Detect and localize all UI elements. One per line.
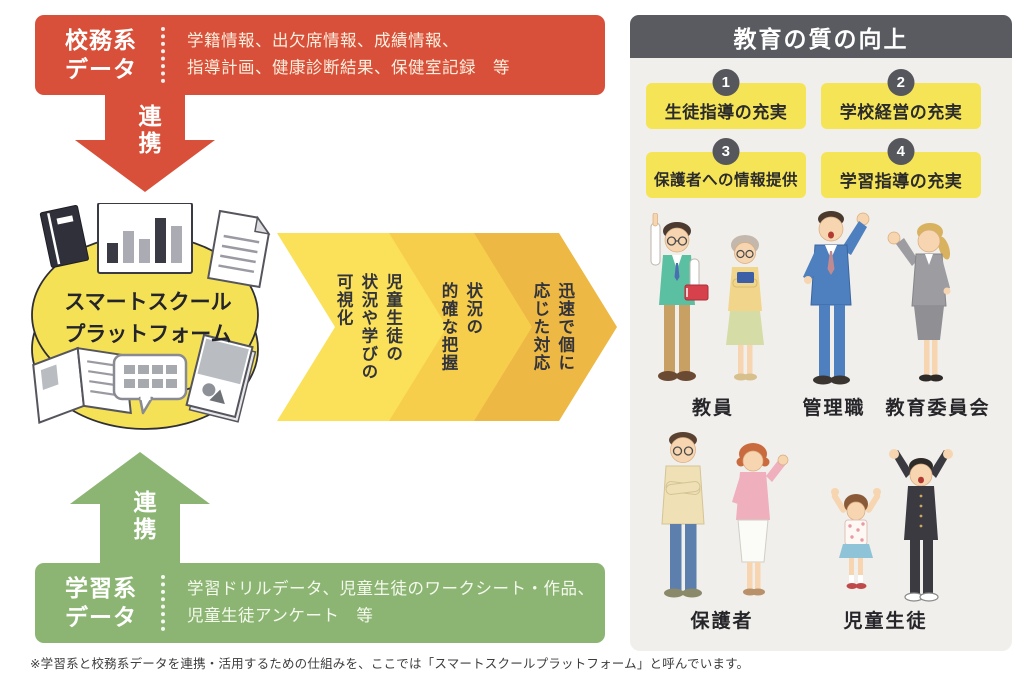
school-affairs-description: 学籍情報、出欠席情報、成績情報、 指導計画、健康診断結果、保健室記録 等 [187, 32, 510, 77]
platform-illustration [31, 203, 271, 430]
stakeholder-label-managers: 管理職 [802, 398, 866, 419]
students-illustration [831, 449, 953, 602]
chevron-3-label: 迅速で個に 応じた対応 [531, 282, 574, 372]
dotted-separator [161, 27, 165, 83]
footnote: ※学習系と校務系データを連携・活用するための仕組みを、ここでは「スマートスクール… [30, 657, 750, 671]
link-label-bottom: 連携 [130, 490, 156, 544]
goal-number-4: 4 [887, 138, 915, 165]
school-affairs-data-box: 校務系 データ 学籍情報、出欠席情報、成績情報、 指導計画、健康診断結果、保健室… [35, 15, 605, 95]
goal-box-4: 4 学習指導の充実 [821, 138, 981, 198]
goal-number-3: 3 [712, 138, 740, 165]
school-affairs-label: 校務系 データ [65, 27, 137, 82]
document-icon [207, 209, 271, 289]
panel-title: 教育の質の向上 [630, 15, 1012, 58]
photo-album-icon [185, 333, 257, 423]
stakeholder-label-students: 児童生徒 [843, 611, 928, 632]
platform-name: スマートスクール プラットフォーム [64, 291, 232, 346]
link-down-arrow [75, 95, 215, 192]
chevron-1-label-box: 児童生徒の 状況や学びの 可視化 [325, 233, 410, 421]
teachers-illustration [650, 213, 764, 381]
goal-box-3: 3 保護者への情報提供 [646, 138, 806, 198]
link-up-arrow [70, 452, 210, 565]
speech-bubble-icon [112, 353, 188, 415]
parents-illustration [661, 432, 789, 598]
goal-number-2: 2 [887, 69, 915, 96]
goal-number-1: 1 [712, 69, 740, 96]
stakeholder-label-parents: 保護者 [690, 611, 754, 632]
bar-chart-icon [97, 203, 193, 274]
learning-label: 学習系 データ [65, 575, 137, 630]
notebook-icon [39, 204, 89, 268]
chevron-1-label: 児童生徒の 状況や学びの 可視化 [334, 273, 402, 381]
board-of-education-illustration [887, 223, 951, 382]
dotted-separator [161, 575, 165, 631]
stakeholder-label-teachers: 教員 [691, 398, 734, 419]
chevron-2-label-box: 状況の 的確な把握 [420, 233, 500, 421]
chevron-3-label-box: 迅速で個に 応じた対応 [512, 233, 592, 421]
learning-description: 学習ドリルデータ、児童生徒のワークシート・作品、 児童生徒アンケート 等 [187, 580, 595, 625]
chevron-2-label: 状況の 的確な把握 [439, 282, 482, 372]
outcome-chevrons [277, 233, 617, 421]
stakeholder-label-board-of-education: 教育委員会 [885, 398, 991, 419]
goal-box-2: 2 学校経営の充実 [821, 69, 981, 129]
link-label-top: 連携 [135, 104, 161, 158]
learning-data-box: 学習系 データ 学習ドリルデータ、児童生徒のワークシート・作品、 児童生徒アンケ… [35, 563, 605, 643]
goal-box-1: 1 生徒指導の充実 [646, 69, 806, 129]
manager-illustration [803, 211, 870, 385]
